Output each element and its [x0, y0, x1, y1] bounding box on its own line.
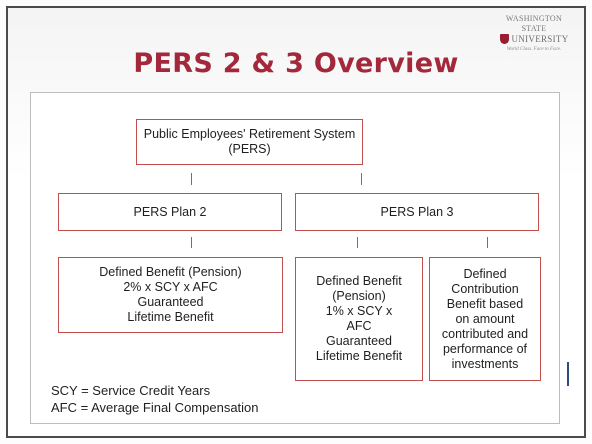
slide-title: PERS 2 & 3 Overview — [133, 48, 459, 79]
connector-plan3-dc — [487, 237, 488, 248]
logo-tagline: World Class. Face to Face. — [506, 47, 562, 52]
node-plan3-defined-benefit: Defined Benefit (Pension) 1% x SCY x AFC… — [295, 257, 423, 381]
university-logo: WASHINGTON STATE UNIVERSITY World Class.… — [494, 14, 574, 54]
node-plan-3: PERS Plan 3 — [295, 193, 539, 231]
node-plan2-benefit: Defined Benefit (Pension) 2% x SCY x AFC… — [58, 257, 283, 333]
logo-line-2: UNIVERSITY — [511, 34, 569, 44]
connector-plan2-benefit — [191, 237, 192, 248]
logo-line-1: WASHINGTON STATE — [505, 14, 563, 33]
node-plan-2: PERS Plan 2 — [58, 193, 282, 231]
shield-icon — [499, 34, 509, 44]
legend-scy: SCY = Service Credit Years — [51, 383, 211, 398]
connector-root-plan3 — [361, 173, 362, 185]
legend-afc: AFC = Average Final Compensation — [51, 400, 259, 415]
decorative-bar — [567, 362, 569, 386]
node-pers-root: Public Employees' Retirement System (PER… — [136, 119, 363, 165]
diagram-panel: Public Employees' Retirement System (PER… — [30, 92, 560, 424]
connector-root-plan2 — [191, 173, 192, 185]
node-plan3-defined-contribution: Defined Contribution Benefit based on am… — [429, 257, 541, 381]
connector-plan3-db — [357, 237, 358, 248]
